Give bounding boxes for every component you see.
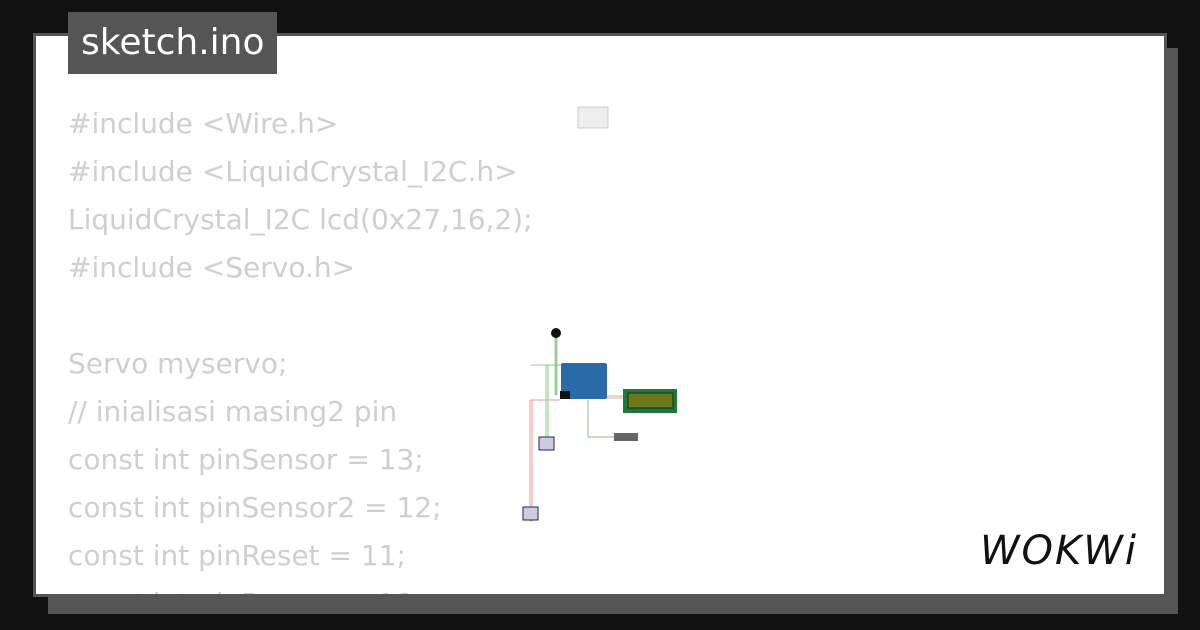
wokwi-logo: WOKWi xyxy=(980,528,1138,574)
pir-sensor-2 xyxy=(522,506,539,521)
file-title: sketch.ino xyxy=(68,12,278,74)
code-listing: #include <Wire.h> #include <LiquidCrystal… xyxy=(68,100,533,594)
code-line: const int pinSensor = 13; xyxy=(68,443,424,476)
code-line: #include <Wire.h> xyxy=(68,107,339,140)
arduino-board xyxy=(561,363,607,399)
code-line: Servo myservo; xyxy=(68,347,288,380)
preview-card: #include <Wire.h> #include <LiquidCrystal… xyxy=(33,33,1167,597)
code-line: LiquidCrystal_I2C lcd(0x27,16,2); xyxy=(68,203,533,236)
code-line: #include <LiquidCrystal_I2C.h> xyxy=(68,155,518,188)
code-line: const int pinSensor2 = 12; xyxy=(68,491,442,524)
buzzer xyxy=(551,328,561,338)
servo xyxy=(614,433,638,441)
code-line: // inialisasi masing2 pin xyxy=(68,395,398,428)
circuit-diagram xyxy=(522,106,677,522)
svg-text:WOKWi: WOKWi xyxy=(980,528,1138,574)
code-line: const int pinReset = 11; xyxy=(68,539,406,572)
code-line: const int pinBuzzer = 10; xyxy=(68,580,533,594)
pir-sensor-1 xyxy=(538,436,555,451)
breadboard xyxy=(577,106,609,129)
code-line: #include <Servo.h> xyxy=(68,251,356,284)
